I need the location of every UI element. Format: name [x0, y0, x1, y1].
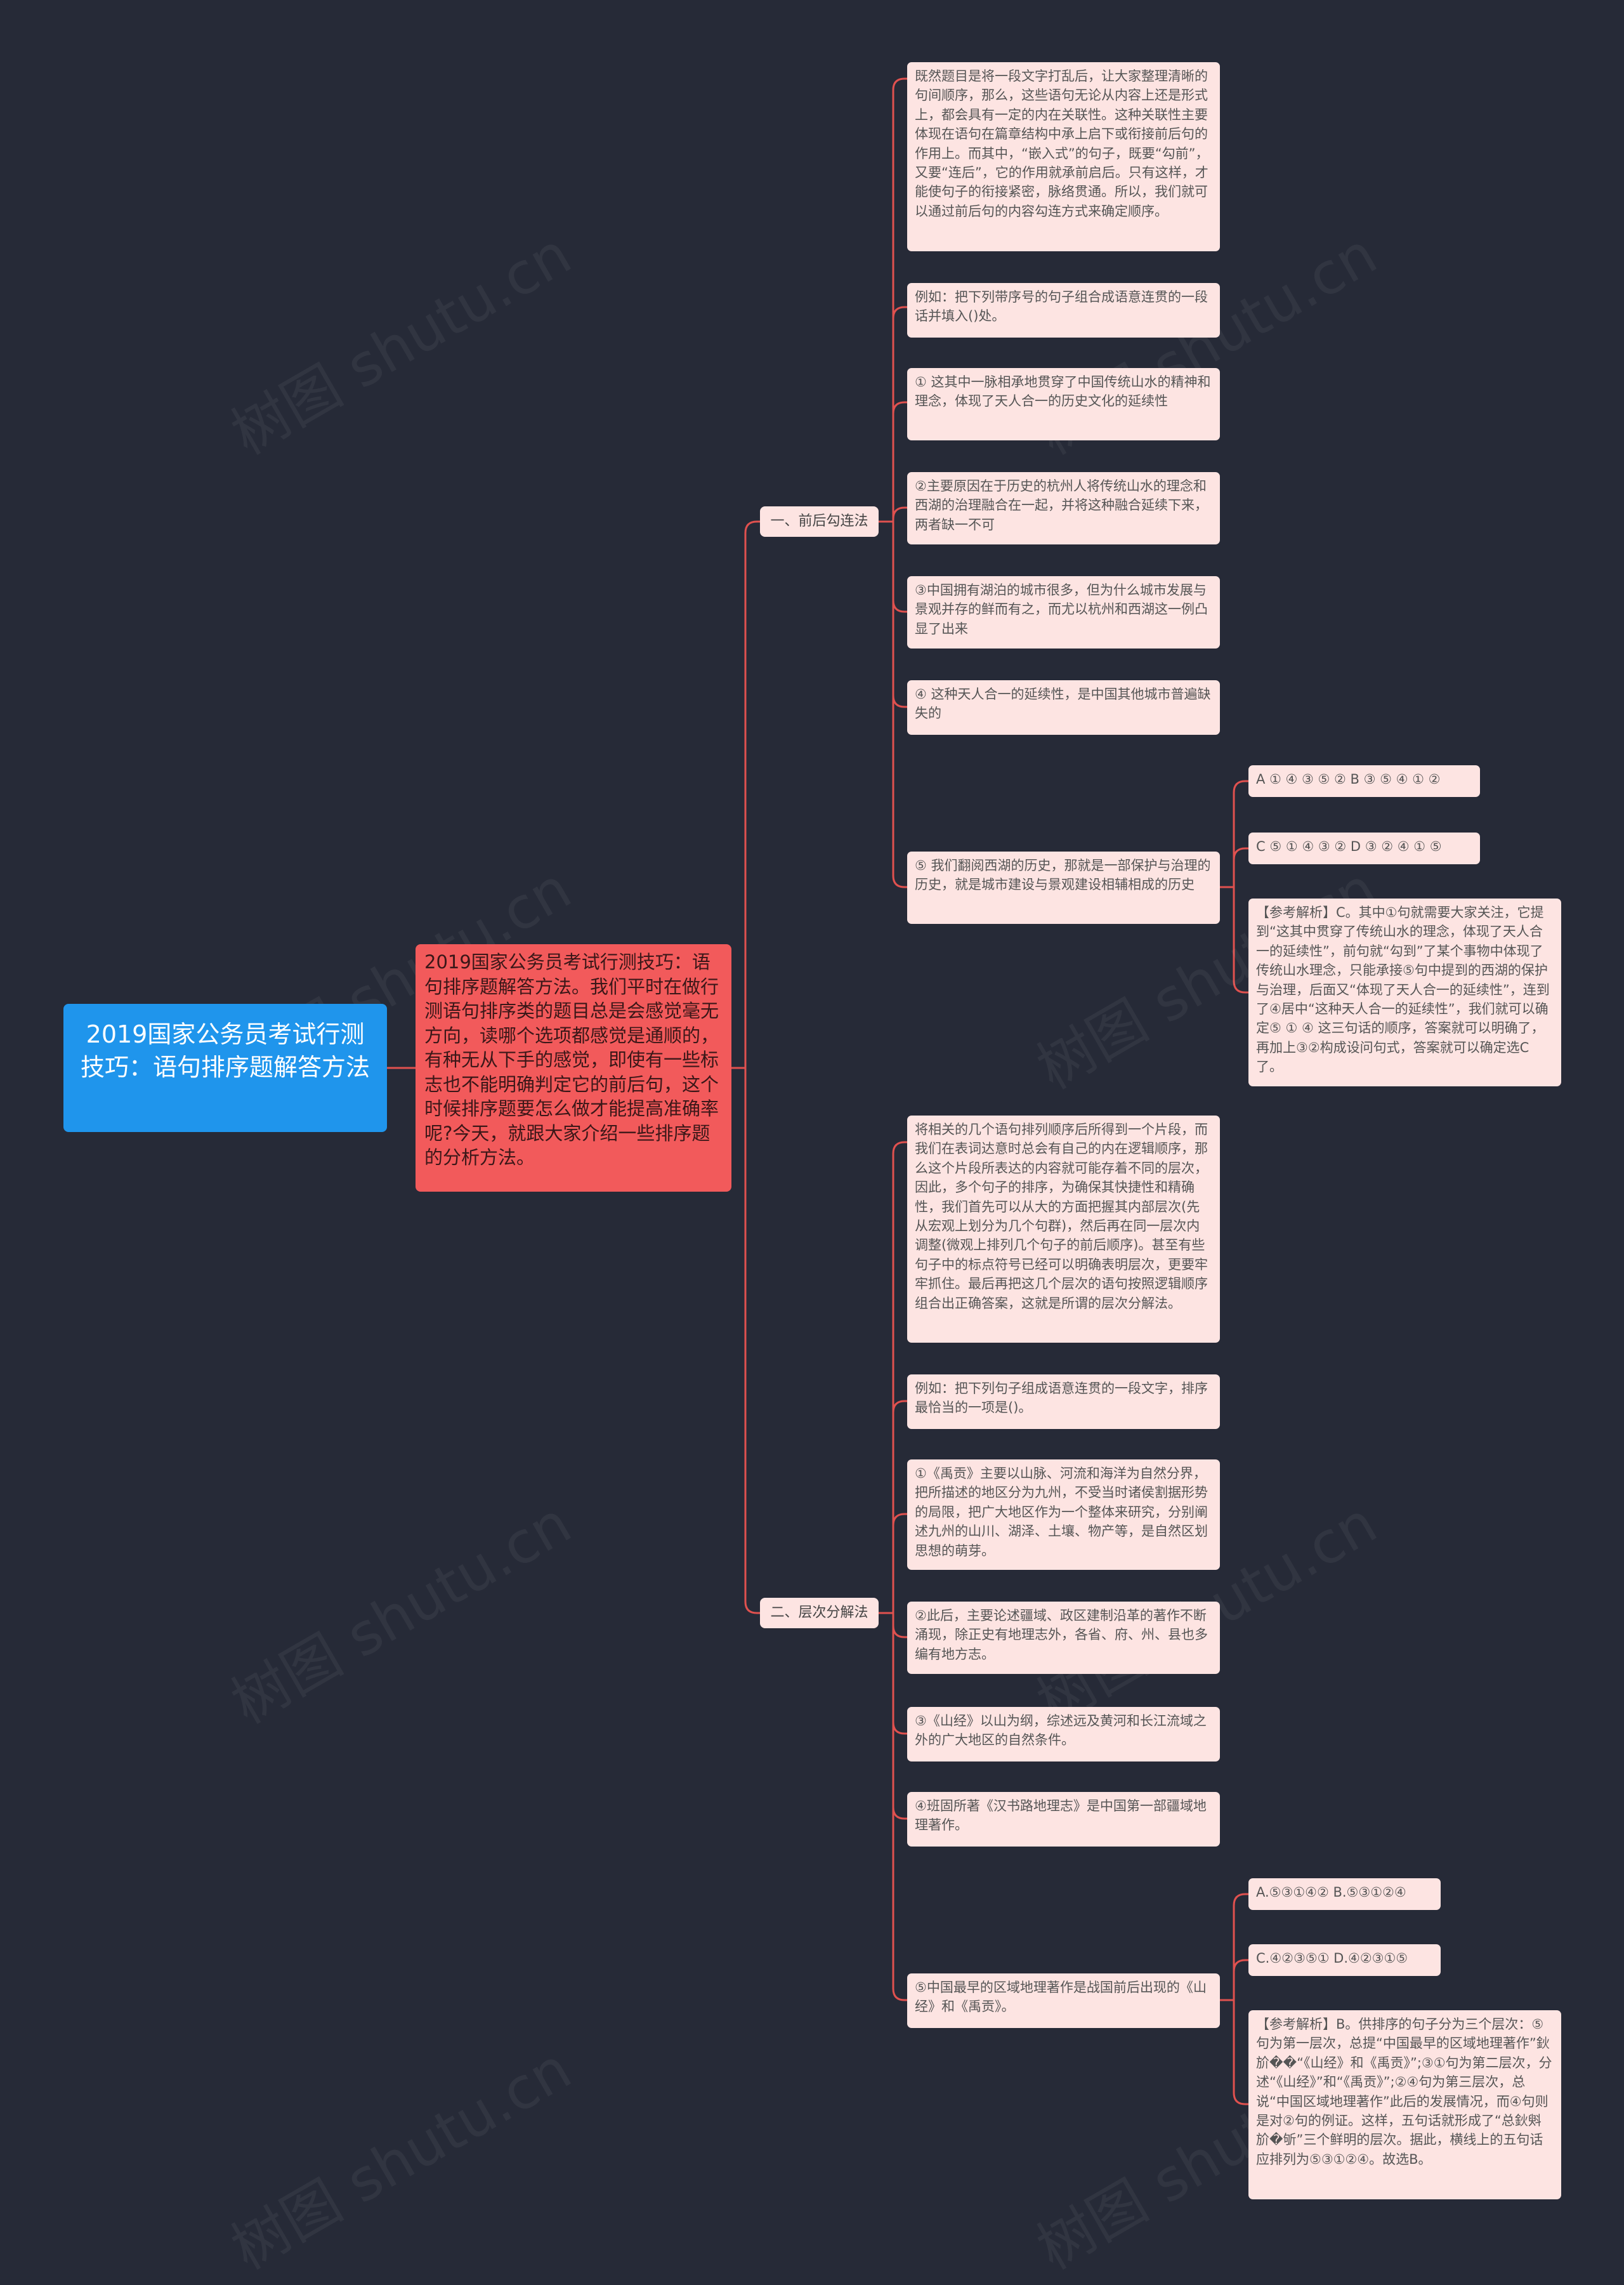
leaf-method-explanation[interactable]: 既然题目是将一段文字打乱后，让大家整理清晰的句间顺序，那么，这些语句无论从内容上… [907, 62, 1220, 251]
branch-front-back-linking[interactable]: 一、前后勾连法 [760, 506, 879, 537]
leaf-options-a-b[interactable]: A ① ④ ③ ⑤ ② B ③ ⑤ ④ ① ② [1248, 765, 1480, 797]
leaf-sentence-3[interactable]: ③中国拥有湖泊的城市很多，但为什么城市发展与景观并存的鲜而有之，而尤以杭州和西湖… [907, 576, 1220, 649]
connector-line [892, 1513, 907, 1613]
leaf-sentence-3[interactable]: ③《山经》以山为纲，综述远及黄河和长江流域之外的广大地区的自然条件。 [907, 1707, 1220, 1761]
leaf-sentence-1[interactable]: ① 这其中一脉相承地贯穿了中国传统山水的精神和理念，体现了天人合一的历史文化的延… [907, 368, 1220, 440]
leaf-sentence-4[interactable]: ④班固所著《汉书路地理志》是中国第一部疆域地理著作。 [907, 1792, 1220, 1847]
leaf-sentence-1[interactable]: ①《禹贡》主要以山脉、河流和海洋为自然分界，把所描述的地区分为九州，不受当时诸侯… [907, 1459, 1220, 1570]
leaf-example-prompt[interactable]: 例如：把下列带序号的句子组合成语意连贯的一段话并填入()处。 [907, 283, 1220, 338]
leaf-reference-answer[interactable]: 【参考解析】C。其中①句就需要大家关注，它提到“这其中贯穿了传统山水的理念，体现… [1248, 899, 1561, 1086]
leaf-reference-answer[interactable]: 【参考解析】B。供排序的句子分为三个层次：⑤句为第一层次，总提“中国最早的区域地… [1248, 2010, 1561, 2199]
connector-line [892, 77, 907, 522]
leaf-sentence-2[interactable]: ②此后，主要论述疆域、政区建制沿革的著作不断涌现，除正史有地理志外，各省、府、州… [907, 1602, 1220, 1674]
connector-line [892, 1613, 907, 2001]
root-topic[interactable]: 2019国家公务员考试行测技巧：语句排序题解答方法 [63, 1004, 387, 1132]
connector-line [892, 1613, 907, 1820]
leaf-sentence-4[interactable]: ④ 这种天人合一的延续性，是中国其他城市普遍缺失的 [907, 680, 1220, 735]
connector-line [1233, 1893, 1248, 2000]
connector-line [1233, 1959, 1248, 2000]
connector-line [892, 1613, 907, 1638]
connector-line [1233, 847, 1248, 887]
connector-line [892, 1400, 907, 1613]
connector-line [892, 522, 907, 708]
leaf-options-a-b[interactable]: A.⑤③①④② B.⑤③①②④ [1248, 1878, 1441, 1910]
leaf-sentence-5[interactable]: ⑤中国最早的区域地理著作是战国前后出现的《山经》和《禹贡》。 [907, 1973, 1220, 2028]
connector-line [892, 522, 907, 613]
intro-topic[interactable]: 2019国家公务员考试行测技巧：语句排序题解答方法。我们平时在做行测语句排序类的… [416, 944, 731, 1192]
connector-line [892, 401, 907, 522]
connector-line [892, 506, 907, 522]
connector-line [744, 1068, 760, 1614]
connector-line [1233, 780, 1248, 887]
leaf-options-c-d[interactable]: C ⑤ ① ④ ③ ② D ③ ② ④ ① ⑤ [1248, 833, 1480, 864]
leaf-sentence-5[interactable]: ⑤ 我们翻阅西湖的历史，那就是一部保护与治理的历史，就是城市建设与景观建设相辅相… [907, 852, 1220, 924]
connector-line [892, 306, 907, 522]
leaf-options-c-d[interactable]: C.④②③⑤① D.④②③①⑤ [1248, 1944, 1441, 1976]
connector-line [744, 520, 760, 1068]
branch-level-decomposition[interactable]: 二、层次分解法 [760, 1598, 879, 1628]
connector-line [1233, 887, 1248, 994]
leaf-method-explanation[interactable]: 将相关的几个语句排列顺序后所得到一个片段，而我们在表词达意时总会有自己的内在逻辑… [907, 1116, 1220, 1343]
connector-line [892, 1613, 907, 1735]
connector-line [1233, 2000, 1248, 2105]
leaf-example-prompt[interactable]: 例如：把下列句子组成语意连贯的一段文字，排序最恰当的一项是()。 [907, 1374, 1220, 1429]
leaf-sentence-2[interactable]: ②主要原因在于历史的杭州人将传统山水的理念和西湖的治理融合在一起，并将这种融合延… [907, 472, 1220, 544]
connector-line [892, 522, 907, 888]
connector-line [892, 1141, 907, 1613]
